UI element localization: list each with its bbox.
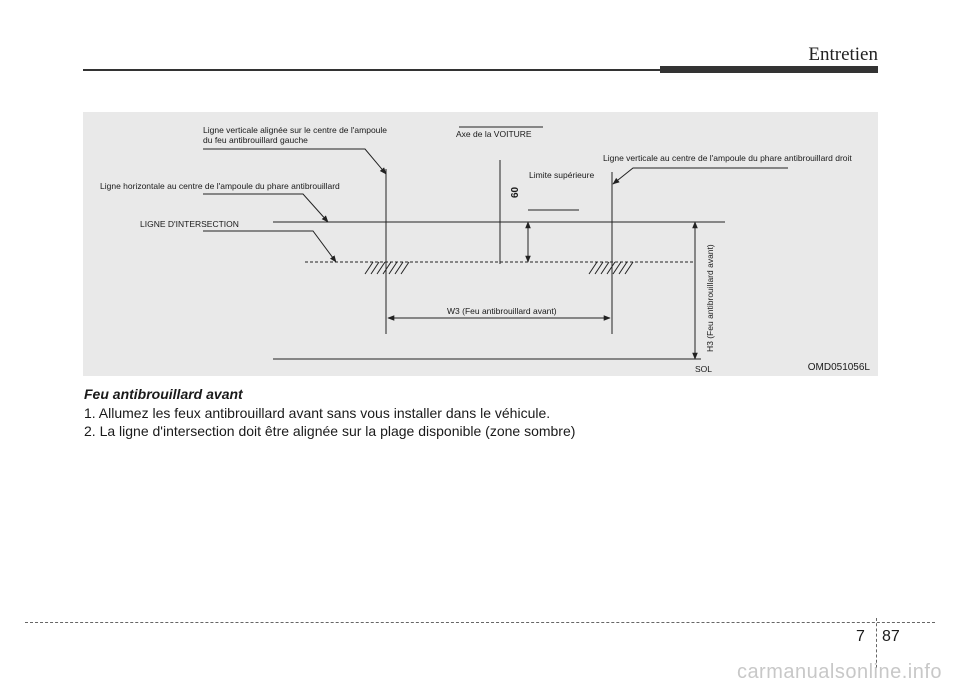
label-ground: SOL <box>695 364 713 374</box>
header-rule <box>83 69 878 71</box>
header-tab <box>660 66 878 73</box>
chapter-number: 7 <box>856 628 865 645</box>
page-number: 87 <box>882 628 900 645</box>
footer-rule <box>25 622 935 623</box>
headlamp-aiming-diagram: Ligne verticale alignée sur le centre de… <box>83 112 878 376</box>
footer-divider <box>876 618 877 668</box>
label-intersection: LIGNE D'INTERSECTION <box>140 219 239 229</box>
dark-zone-left <box>364 261 410 275</box>
label-60: 60 <box>510 186 521 198</box>
diagram-lines <box>203 126 788 360</box>
label-h3: H3 (Feu antibrouillard avant) <box>705 244 715 352</box>
figure-code: OMD051056L <box>807 362 870 373</box>
label-vehicle-axis: Axe de la VOITURE <box>456 129 532 139</box>
label-horizontal: Ligne horizontale au centre de l'ampoule… <box>100 181 340 191</box>
watermark: carmanualsonline.info <box>736 661 942 683</box>
step-1: 1. Allumez les feux antibrouillard avant… <box>84 405 551 421</box>
label-vertical-left: Ligne verticale alignée sur le centre de… <box>203 125 388 145</box>
dark-zone-right <box>588 261 634 275</box>
leader-horizontal <box>203 193 329 223</box>
step-2: 2. La ligne d'intersection doit être ali… <box>84 423 576 439</box>
section-title: Entretien <box>808 44 878 65</box>
leader-vertical-left <box>203 148 387 175</box>
leader-intersection <box>203 230 337 263</box>
label-upper-limit: Limite supérieure <box>529 170 595 180</box>
label-vertical-right: Ligne verticale au centre de l'ampoule d… <box>603 153 852 163</box>
leader-vertical-right <box>612 167 788 185</box>
caption-title: Feu antibrouillard avant <box>84 386 243 402</box>
label-w3: W3 (Feu antibrouillard avant) <box>447 306 557 316</box>
